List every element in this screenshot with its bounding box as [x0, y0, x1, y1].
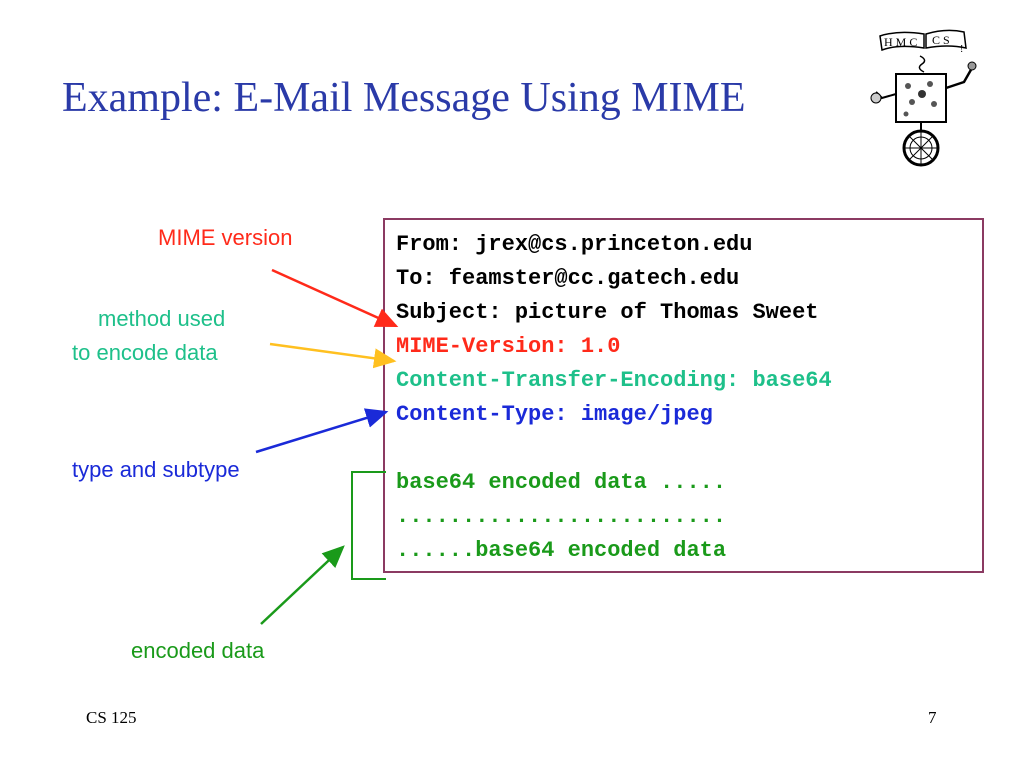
- svg-text:H M C: H M C: [884, 35, 917, 49]
- hmc-cs-logo: H M C C S !: [870, 29, 977, 167]
- arrow-mime-version: [271, 268, 399, 328]
- email-message-box: From: jrex@cs.princeton.edu To: feamster…: [383, 218, 984, 573]
- page-number: 7: [928, 708, 937, 727]
- label-type-and-subtype: type and subtype: [72, 457, 240, 482]
- header-subject: Subject: picture of Thomas Sweet: [396, 300, 819, 325]
- slide-title: Example: E-Mail Message Using MIME: [62, 75, 746, 121]
- svg-text:C S: C S: [932, 33, 950, 47]
- arrow-encoded-data: [260, 545, 345, 625]
- header-from: From: jrex@cs.princeton.edu: [396, 232, 753, 257]
- body-line-1: base64 encoded data .....: [396, 470, 727, 495]
- header-mime-version: MIME-Version: 1.0: [396, 334, 621, 359]
- label-to-encode-data: to encode data: [72, 340, 218, 365]
- header-to: To: feamster@cc.gatech.edu: [396, 266, 740, 291]
- body-line-3: ......base64 encoded data: [396, 538, 727, 563]
- arrow-method-used: [269, 342, 397, 369]
- label-mime-version: MIME version: [158, 225, 293, 250]
- label-method-used: method used: [98, 306, 226, 331]
- label-encoded-data: encoded data: [131, 638, 265, 663]
- arrow-type-subtype: [255, 408, 389, 454]
- svg-text:!: !: [960, 44, 963, 55]
- header-content-type: Content-Type: image/jpeg: [396, 402, 713, 427]
- footer-course: CS 125: [86, 708, 137, 727]
- body-line-2: .........................: [396, 504, 727, 529]
- header-content-transfer-encoding: Content-Transfer-Encoding: base64: [396, 368, 832, 393]
- encoded-data-bracket: [351, 471, 386, 580]
